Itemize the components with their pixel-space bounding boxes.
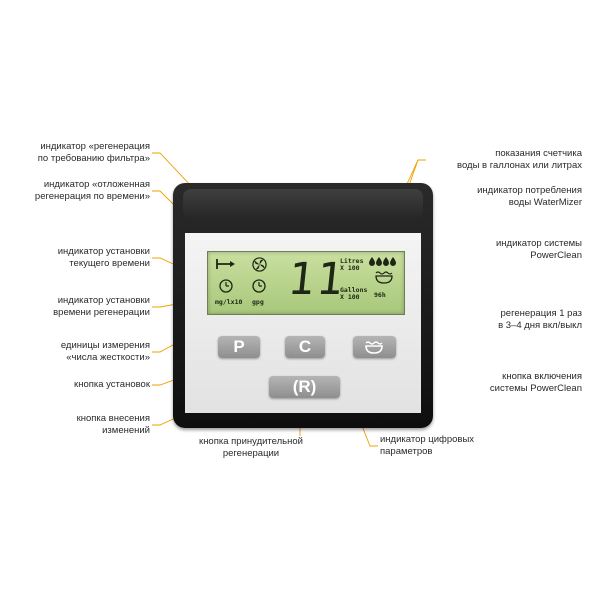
- label-settings-button: кнопка установок: [74, 379, 150, 390]
- bezel-highlight: [183, 189, 423, 219]
- lcd-gpg-unit: gpg: [252, 298, 264, 306]
- label-powerclean-button: кнопка включения системы PowerClean: [489, 371, 582, 394]
- label-regen-time-setting: индикатор установки времени регенерации: [53, 295, 150, 318]
- regen-clock-icon: [252, 279, 266, 293]
- change-button[interactable]: C: [285, 336, 325, 358]
- label-change-button: кнопка внесения изменений: [76, 413, 150, 436]
- label-time-setting: индикатор установки текущего времени: [57, 246, 150, 269]
- label-digital-params: индикатор цифровых параметров: [380, 434, 475, 457]
- powerclean-indicator-icon: [375, 271, 393, 284]
- label-watermizer: индикатор потребления воды WaterMizer: [477, 185, 582, 208]
- meter-arrow-icon: [216, 259, 235, 269]
- clock-icon: [219, 279, 233, 293]
- lcd-gallons: Gallons X 100: [340, 286, 368, 301]
- label-filter-regen: индикатор «регенерация по требованию фил…: [37, 141, 150, 164]
- label-regen-3-4-days: регенерация 1 раз в 3–4 дня вкл/выкл: [498, 308, 582, 331]
- label-force-regen-button: кнопка принудительной регенерации: [199, 436, 303, 459]
- lcd-litres: Litres X 100: [340, 257, 364, 272]
- lcd-digits: 11: [285, 254, 348, 305]
- label-delayed-regen: индикатор «отложенная регенерация по вре…: [34, 179, 150, 202]
- label-powerclean-indicator: индикатор системы PowerClean: [496, 238, 582, 261]
- powerclean-button-icon: [365, 341, 383, 354]
- fan-icon: [252, 257, 267, 272]
- lcd-hours: 96h: [374, 291, 386, 299]
- settings-button[interactable]: P: [218, 336, 260, 358]
- force-regen-button[interactable]: (R): [269, 376, 340, 398]
- powerclean-button[interactable]: [353, 336, 396, 358]
- lcd-mg-unit: mg/lx10: [215, 298, 243, 306]
- lcd-display: mg/lx10 gpg 11 Litres X 100 Gallons X 10…: [207, 251, 405, 315]
- water-drops-icon: [369, 257, 396, 266]
- label-hardness-units: единицы измерения «числа жесткости»: [60, 340, 150, 363]
- label-meter: показания счетчика воды в галлонах или л…: [457, 148, 582, 171]
